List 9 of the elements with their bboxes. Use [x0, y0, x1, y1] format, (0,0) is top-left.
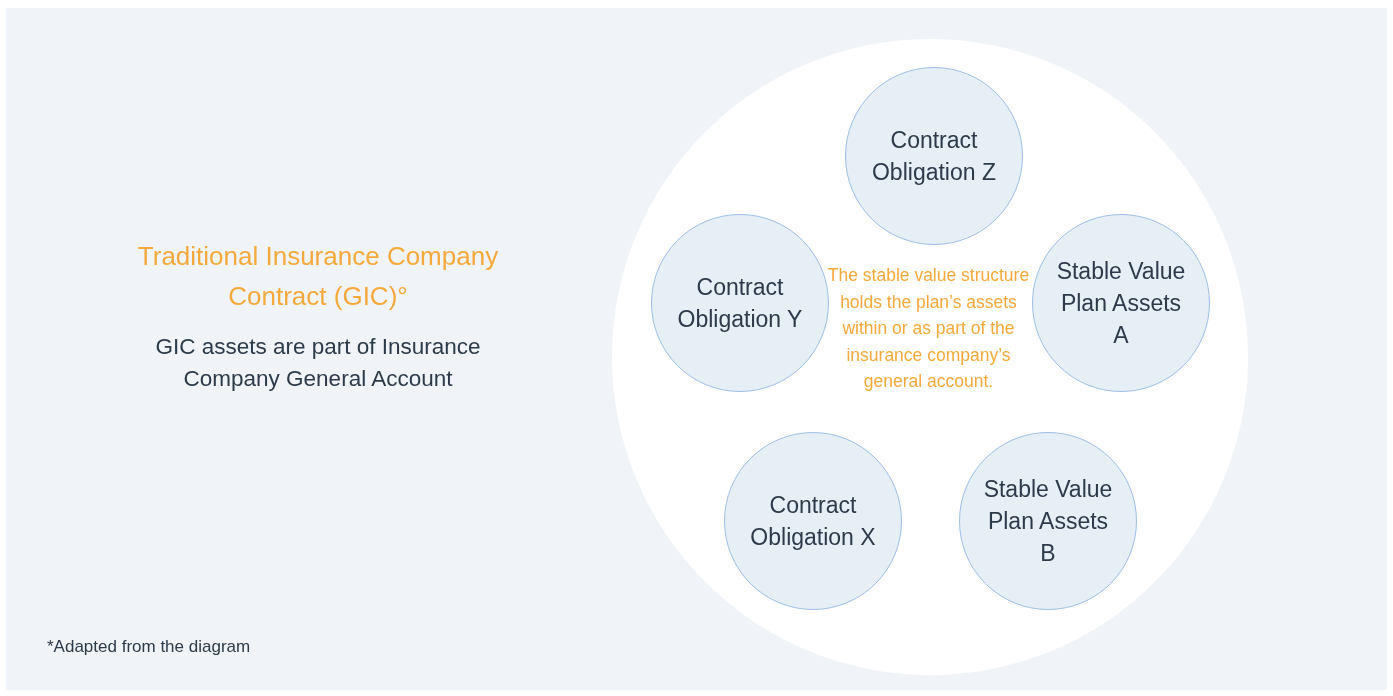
circle-label: Stable Value Plan Assets B: [982, 475, 1114, 568]
circle-label: Contract Obligation Z: [871, 126, 997, 187]
center-note: The stable value structure holds the plan’s assets within or as part of the insurance company’s general account.: [826, 264, 1031, 393]
footnote: *Adapted from the diagram: [47, 637, 251, 657]
title: Traditional Insurance Company Contract (GIC)°: [136, 240, 500, 313]
circle-label: Stable Value Plan Assets A: [1055, 257, 1187, 350]
subtitle: GIC assets are part of Insurance Company General Account: [154, 333, 482, 393]
circle-label: Contract Obligation X: [749, 491, 877, 552]
circle-label: Contract Obligation Y: [676, 273, 804, 334]
